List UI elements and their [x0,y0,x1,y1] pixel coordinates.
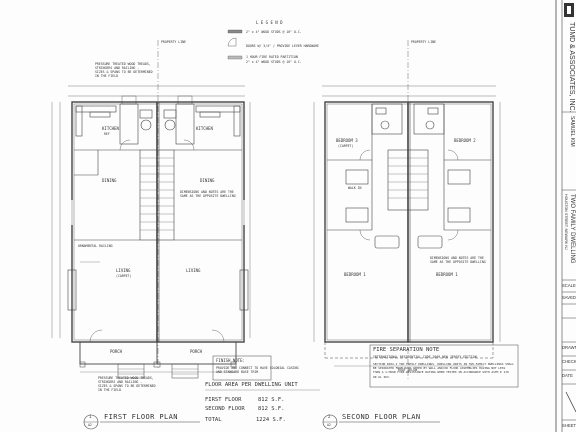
ff-property-line-label: PROPERTY LINE [161,40,186,44]
legend-title: L E G E N D [256,20,283,25]
area-first-label: FIRST FLOOR [205,397,242,403]
ff-kitchen-right-label: KITCHEN [196,126,213,131]
finish-note-title: FINISH NOTE: [216,358,245,363]
ff-porch-left-label: PORCH [110,349,123,354]
sf-view-sheet: A2 [327,423,331,427]
ff-stair-note-bottom: PRESSURE TREATED WOOD TREADS,STRINGERS A… [98,376,156,392]
fire-note-subtitle: INTERNATIONAL RESIDENTIAL CODE 2009 NEW … [373,355,477,359]
ff-dining-left-label: DINING [102,178,117,183]
ff-living-left-floor: (CARPET) [116,274,132,278]
ff-dining-right-label: DINING [200,178,215,183]
title-block-checked: CHECKED [562,359,576,364]
ff-ref-label: REF [104,132,110,136]
area-second-label: SECOND FLOOR [205,406,245,412]
sf-view-number: 2 [328,414,331,419]
sf-bedroom3-floor: (CARPET) [338,144,354,148]
sf-bedroom1-right-label: BEDROOM 1 [436,272,458,277]
title-block-address: HOUSTON STREET, NEWARK NJ [564,194,568,250]
title-block-date: DATE [562,373,573,378]
title-block-drawn: DRAWN [562,345,576,350]
title-block-sheet: SHEET [562,423,576,428]
area-table-title: FLOOR AREA PER DWELLING UNIT [205,382,298,388]
ff-living-left-label: LIVING [116,268,131,273]
title-block-firm: TUMD & ASSOCIATES, INC. [568,22,575,113]
ff-porch-right-label: PORCH [190,349,203,354]
ff-view-number: 1 [89,414,92,419]
sf-roof-below-label: ROOF BELOW [398,368,418,372]
fire-note-text: SECTION R302.2 TWO FAMILY DWELLINGS. DWE… [373,362,514,379]
first-floor-plan-title: FIRST FLOOR PLAN [104,413,178,421]
ff-view-sheet: A2 [88,423,92,427]
second-floor-plan-title: SECOND FLOOR PLAN [342,413,421,421]
area-first-value: 812 S.F. [258,397,285,403]
finish-note-text: PROVIDE AND CONNECT TO HAVE COLONIAL CAS… [216,366,299,374]
area-second-value: 812 S.F. [258,406,285,412]
area-total-value: 1224 S.F. [256,417,286,423]
sf-bedroom3-label: BEDROOM 3 [336,138,358,143]
title-block-project: TWO FAMILY DWELLING [569,194,575,264]
title-block-client: SAMUEL KIM [569,116,575,147]
legend-item-fire-partition: 1 HOUR FIRE RATED PARTITION [246,55,298,59]
legend-item-doors: DOORS W/ 3/4" / PROVIDE LEVER HARDWARE [246,44,319,48]
fire-note-title: FIRE SEPARATION NOTE [373,347,440,353]
title-block-saved: SAVED [562,295,576,300]
sf-bedroom1-left-label: BEDROOM 1 [344,272,366,277]
sf-property-line-label: PROPERTY LINE [411,40,436,44]
legend-item-studs: 2" x 4" WOOD STUDS @ 16" O.C. [246,30,302,34]
title-block-scale: SCALE [562,283,576,288]
sf-walkin-label: WALK IN [348,186,362,190]
ff-ornamental-railing-label: ORNAMENTAL RAILING [78,244,113,248]
sf-bedroom2-label: BEDROOM 2 [454,138,476,143]
ff-stair-note-top: PRESSURE TREATED WOOD TREADS,STRINGERS A… [95,62,153,78]
area-total-label: TOTAL [205,417,222,423]
ff-living-right-label: LIVING [186,268,201,273]
ff-kitchen-left-label: KITCHEN [102,126,119,131]
legend-item-fire-studs: 2" x 4" WOOD STUDS @ 16" O.C. [246,60,302,64]
